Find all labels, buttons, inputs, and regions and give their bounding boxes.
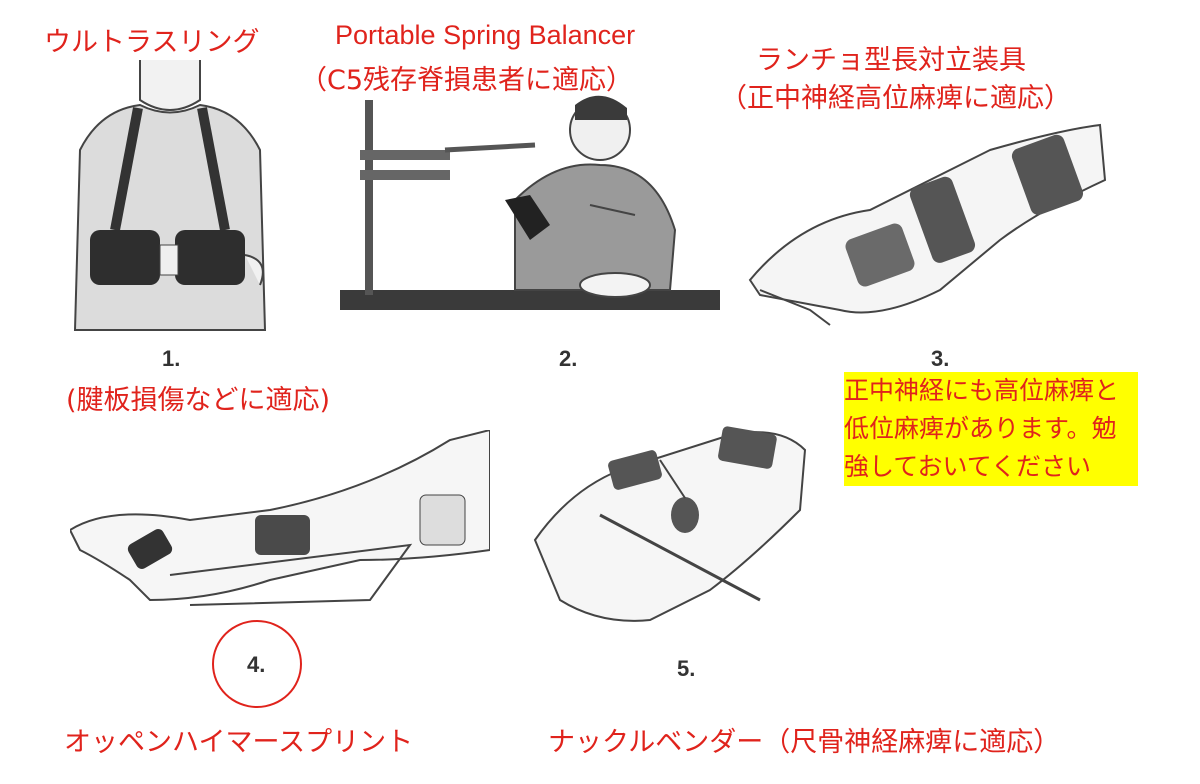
number-4-circle — [212, 620, 302, 708]
highlighted-study-note: 正中神経にも高位麻痺と低位麻痺があります。勉強しておいてください — [844, 372, 1138, 486]
knuckle-bender-label: ナックルベンダー（尺骨神経麻痺に適応） — [548, 727, 1061, 758]
figure-number-4: 4. — [247, 652, 266, 677]
knuckle-bender-illustration — [530, 420, 810, 630]
figure-number-2: 2. — [559, 346, 578, 371]
ultra-sling-label: ウルトラスリング — [44, 27, 260, 58]
ultra-sling-indication: (腱板損傷などに適応) — [66, 385, 331, 416]
spring-balancer-illustration — [335, 90, 720, 320]
figure-number-1: 1. — [162, 346, 181, 371]
rancho-orthosis-note: （正中神経高位麻痺に適応） — [720, 83, 1071, 114]
spring-balancer-note: （C5残存脊損患者に適応） — [300, 65, 634, 96]
oppenheimer-splint-label: オッペンハイマースプリント — [64, 727, 414, 758]
oppenheimer-splint-illustration — [70, 430, 490, 630]
ultra-sling-illustration — [60, 60, 280, 340]
figure-number-3: 3. — [931, 346, 950, 371]
figure-number-5: 5. — [677, 656, 696, 681]
rancho-orthosis-illustration — [740, 120, 1110, 330]
rancho-orthosis-title: ランチョ型長対立装具 — [756, 45, 1026, 76]
spring-balancer-title: Portable Spring Balancer — [335, 20, 636, 50]
